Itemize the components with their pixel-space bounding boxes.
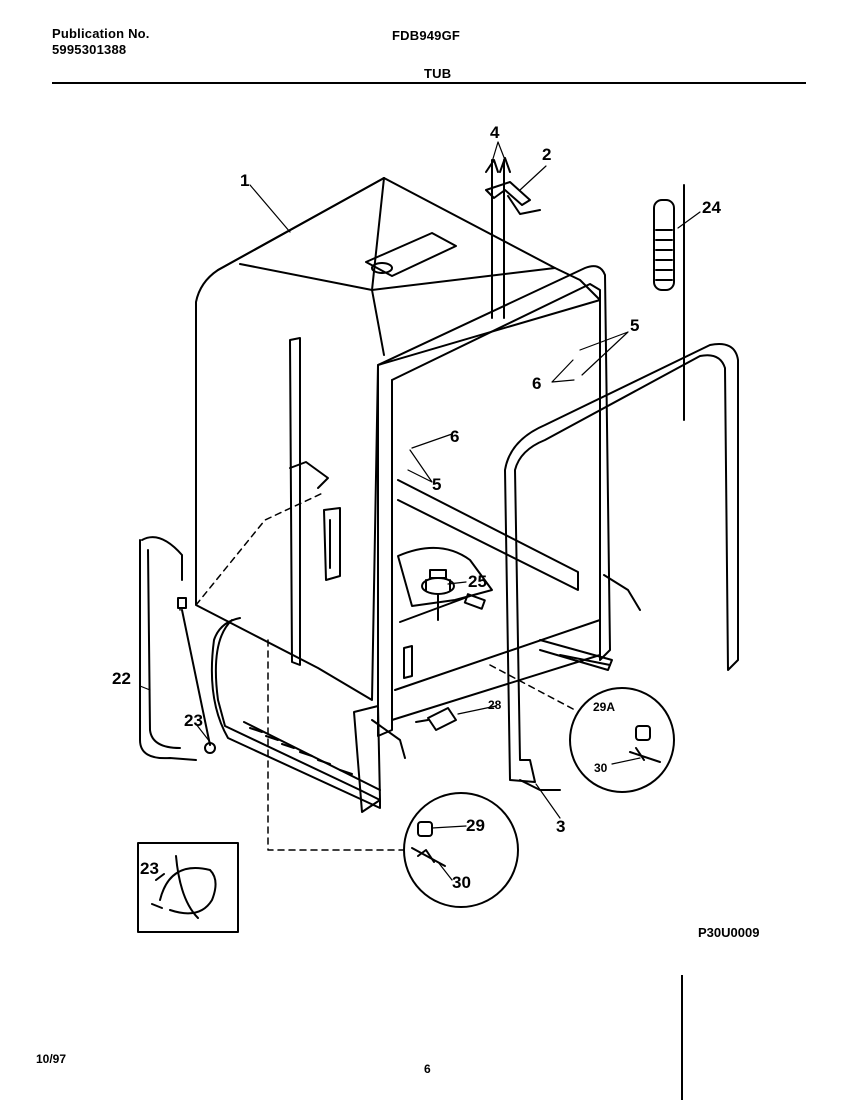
connector-28 — [415, 707, 457, 731]
callout-23: 23 — [184, 711, 203, 730]
base-rail — [210, 617, 381, 809]
tub-body — [195, 177, 601, 701]
callout-30-upper: 30 — [594, 761, 608, 775]
door-gasket — [504, 343, 739, 791]
top-bracket — [485, 157, 541, 319]
drain-hose — [653, 184, 685, 421]
callout-29: 29 — [466, 816, 485, 835]
callout-1: 1 — [240, 171, 249, 190]
callout-6-mid: 6 — [450, 427, 459, 446]
callout-23-detail: 23 — [140, 859, 159, 878]
tub-floor — [397, 546, 493, 679]
callout-leaders — [139, 141, 701, 881]
callout-29a: 29A — [593, 700, 615, 714]
callout-4: 4 — [490, 123, 500, 142]
callout-3: 3 — [556, 817, 565, 836]
detail-box-23 — [137, 842, 239, 933]
callout-6-top: 6 — [532, 374, 541, 393]
callout-labels: 1 2 4 24 5 6 6 5 25 28 22 23 3 29 30 29A… — [112, 123, 721, 892]
print-date: 10/97 — [36, 1052, 67, 1066]
callout-24: 24 — [702, 198, 721, 217]
dashed-leaders — [179, 491, 576, 851]
callout-28: 28 — [488, 698, 502, 712]
callout-2: 2 — [542, 145, 551, 164]
publication-number: 5995301388 — [52, 42, 127, 57]
binding-line — [681, 975, 683, 1100]
callout-30-lower: 30 — [452, 873, 471, 892]
section-title: TUB — [424, 66, 452, 81]
model-number: FDB949GF — [392, 28, 461, 43]
left-hose — [139, 536, 216, 761]
detail-circle-29a — [569, 687, 675, 793]
figure-code: P30U0009 — [698, 925, 760, 940]
callout-5-top: 5 — [630, 316, 639, 335]
publication-label: Publication No. — [52, 26, 150, 41]
callout-25: 25 — [468, 572, 487, 591]
page-number: 6 — [424, 1062, 431, 1076]
header-rule — [52, 82, 806, 84]
callout-22: 22 — [112, 669, 131, 688]
callout-5-mid: 5 — [432, 475, 441, 494]
